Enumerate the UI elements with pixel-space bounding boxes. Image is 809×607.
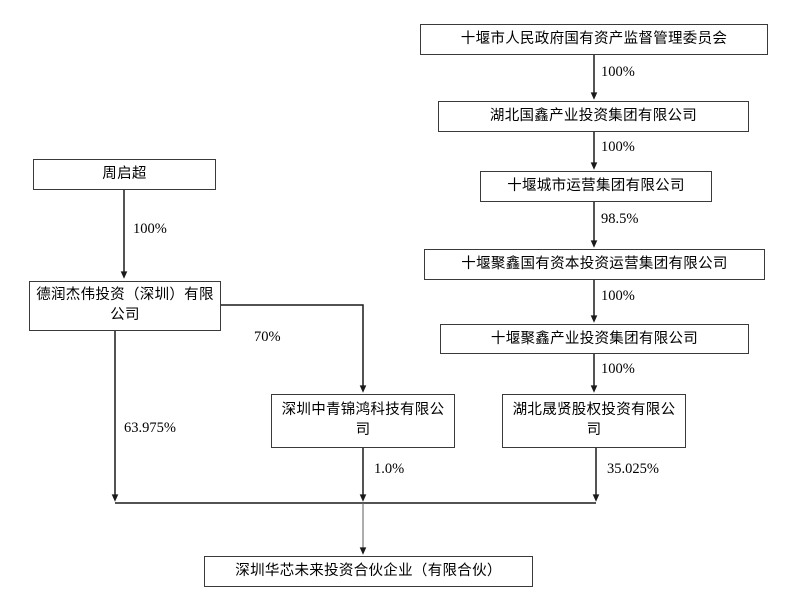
node-shiyan-chengshi-yunying[interactable]: 十堰城市运营集团有限公司 xyxy=(480,171,712,202)
node-zhou-qichao[interactable]: 周启超 xyxy=(33,159,216,190)
node-shiyan-juxin-guoyou-ziben[interactable]: 十堰聚鑫国有资本投资运营集团有限公司 xyxy=(424,249,765,280)
node-label: 周启超 xyxy=(102,166,147,183)
edge-label-derun-zhongqing: 70% xyxy=(254,329,281,345)
edge-label-derun-huaxin: 63.975% xyxy=(124,420,176,436)
node-shiyan-juxin-chanye[interactable]: 十堰聚鑫产业投资集团有限公司 xyxy=(440,324,749,354)
node-shenzhen-huaxin-weilai[interactable]: 深圳华芯未来投资合伙企业（有限合伙） xyxy=(204,556,533,587)
edge-label-chengshi-juxinguoyou: 98.5% xyxy=(601,211,639,227)
node-label: 德润杰伟投资（深圳）有限公司 xyxy=(36,287,214,323)
node-hubei-guoxin[interactable]: 湖北国鑫产业投资集团有限公司 xyxy=(438,101,749,132)
node-label: 十堰市人民政府国有资产监督管理委员会 xyxy=(460,31,728,48)
node-derun-jiewei[interactable]: 德润杰伟投资（深圳）有限公司 xyxy=(29,281,221,331)
node-hubei-shengxian[interactable]: 湖北晟贤股权投资有限公司 xyxy=(502,394,686,448)
edge-label-guoxin-chengshi: 100% xyxy=(601,139,635,155)
node-label: 深圳华芯未来投资合伙企业（有限合伙） xyxy=(235,563,502,580)
node-label: 十堰聚鑫产业投资集团有限公司 xyxy=(490,330,699,347)
edge-label-zhongqing-huaxin: 1.0% xyxy=(374,461,405,477)
node-label: 湖北晟贤股权投资有限公司 xyxy=(512,402,676,438)
edge-label-sasac-guoxin: 100% xyxy=(601,64,635,80)
edge-derun-zhongqing xyxy=(221,304,367,393)
node-label: 深圳中青锦鸿科技有限公司 xyxy=(281,402,445,438)
node-shiyan-sasac[interactable]: 十堰市人民政府国有资产监督管理委员会 xyxy=(420,24,768,55)
edge-label-zhou-derun: 100% xyxy=(133,221,167,237)
node-shenzhen-zhongqing-jinhong[interactable]: 深圳中青锦鸿科技有限公司 xyxy=(271,394,455,448)
node-label: 十堰聚鑫国有资本投资运营集团有限公司 xyxy=(461,256,728,273)
edge-label-juxinguoyou-juxinchanye: 100% xyxy=(601,288,635,304)
node-label: 十堰城市运营集团有限公司 xyxy=(507,178,685,195)
edge-label-juxinchanye-shengxian: 100% xyxy=(601,361,635,377)
node-label: 湖北国鑫产业投资集团有限公司 xyxy=(489,108,698,125)
edge-label-shengxian-huaxin: 35.025% xyxy=(607,461,659,477)
